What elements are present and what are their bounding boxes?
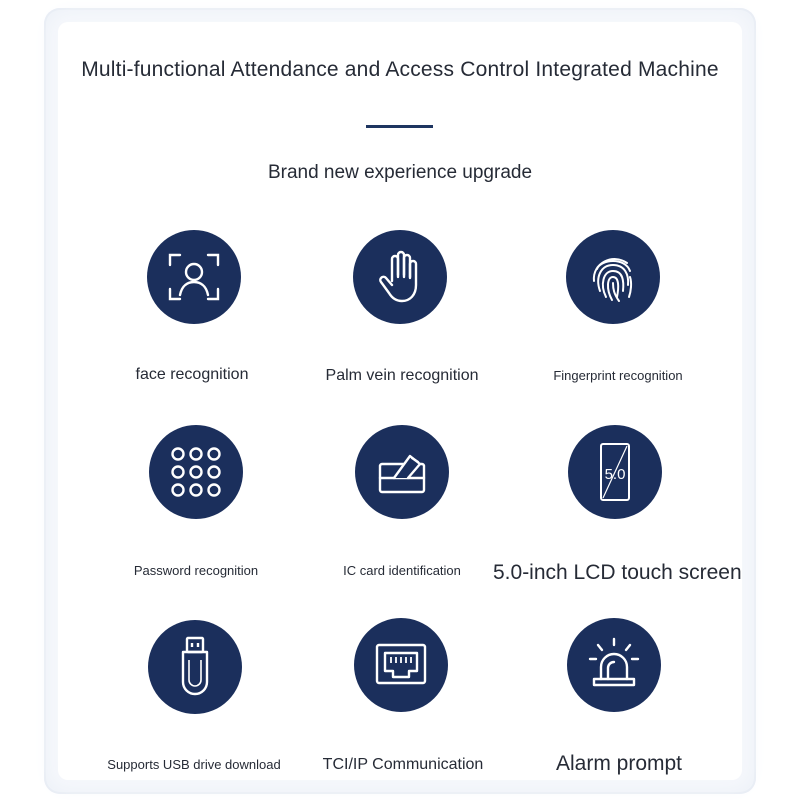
usb-drive-icon [148,620,242,714]
palm-icon [353,230,447,324]
phone-screen-icon: 5.0 [568,425,662,519]
card-reader-icon [355,425,449,519]
face-scan-icon [147,230,241,324]
title-divider [366,125,433,128]
feature-label-ic-card: IC card identification [343,563,461,578]
feature-label-fingerprint: Fingerprint recognition [553,368,683,383]
keypad-icon [149,425,243,519]
alarm-light-icon [567,618,661,712]
page-subtitle: Brand new experience upgrade [267,162,533,183]
ethernet-port-icon [354,618,448,712]
feature-label-palm: Palm vein recognition [325,367,479,384]
feature-label-lcd: 5.0-inch LCD touch screen [493,561,742,584]
feature-label-password: Password recognition [133,563,259,578]
fingerprint-icon [566,230,660,324]
feature-label-alarm: Alarm prompt [555,752,683,775]
feature-label-face: face recognition [135,366,249,383]
feature-label-tcp: TCI/IP Communication [322,756,484,773]
page-title: Multi-functional Attendance and Access C… [81,58,719,81]
screen-size-badge: 5.0 [605,466,626,483]
feature-label-usb: Supports USB drive download [107,757,281,772]
